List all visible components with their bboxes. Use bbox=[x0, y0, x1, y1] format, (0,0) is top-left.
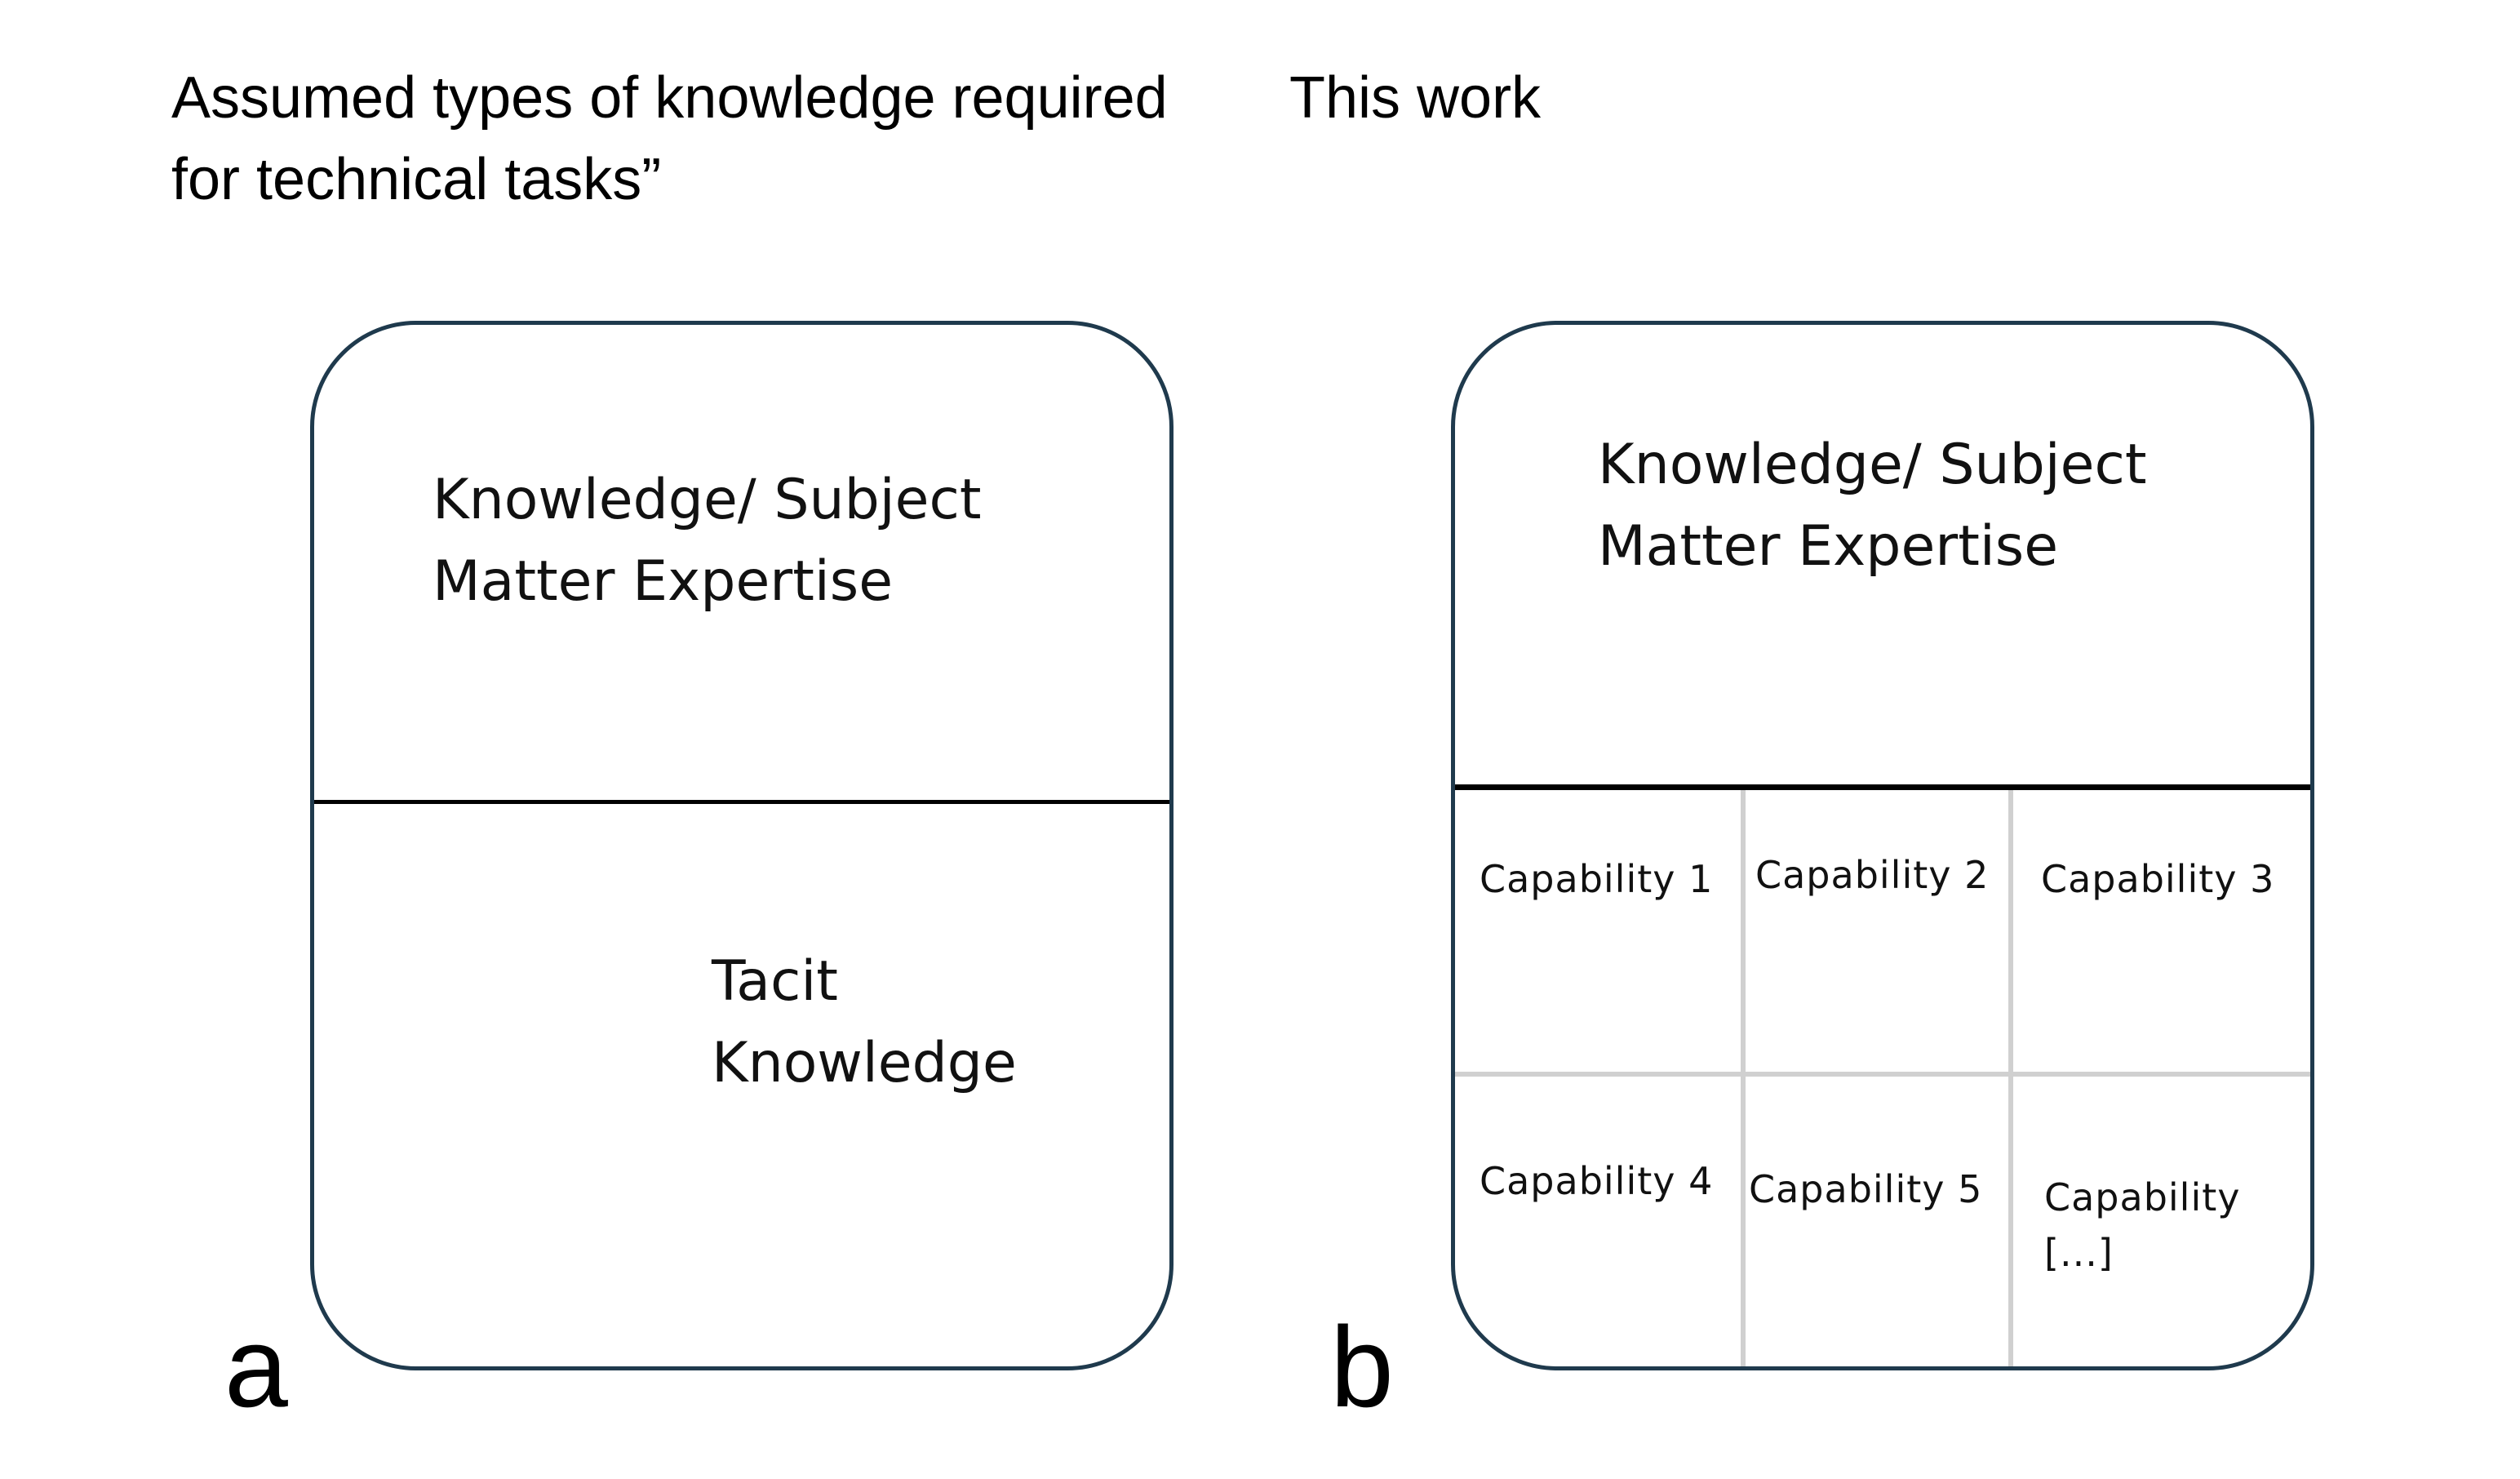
capability-cell: Capability [...] bbox=[2044, 1175, 2241, 1275]
capability-cell: Capability 5 bbox=[1749, 1167, 1983, 1211]
panel-b-subject-matter-label: Knowledge/ Subject Matter Expertise bbox=[1598, 433, 2147, 579]
grid-vertical-line bbox=[2008, 790, 2013, 1366]
heading-this-work: This work bbox=[1289, 65, 1542, 131]
capability-grid: Capability 1 Capability 2 Capability 3 C… bbox=[1455, 790, 2310, 1366]
panel-a-divider bbox=[314, 800, 1169, 804]
capability-cell: Capability 1 bbox=[1480, 857, 1714, 901]
grid-vertical-line bbox=[1741, 790, 1746, 1366]
panel-b-divider bbox=[1455, 784, 2310, 790]
capability-cell: Capability 4 bbox=[1480, 1159, 1714, 1203]
capability-cell: Capability 3 bbox=[2041, 857, 2275, 901]
panel-a-assumed-knowledge-box: Knowledge/ Subject Matter Expertise Taci… bbox=[310, 321, 1173, 1370]
heading-assumed-knowledge: Assumed types of knowledge required for … bbox=[171, 65, 1168, 212]
capability-cell: Capability 2 bbox=[1755, 853, 1990, 897]
panel-a-tacit-knowledge-label: Tacit Knowledge bbox=[712, 949, 1017, 1095]
grid-horizontal-line bbox=[1455, 1072, 2310, 1077]
panel-b-letter: b bbox=[1330, 1303, 1394, 1431]
panel-a-letter: a bbox=[224, 1303, 288, 1431]
panel-b-this-work-box: Knowledge/ Subject Matter Expertise Capa… bbox=[1451, 321, 2314, 1370]
panel-a-subject-matter-label: Knowledge/ Subject Matter Expertise bbox=[433, 468, 982, 614]
